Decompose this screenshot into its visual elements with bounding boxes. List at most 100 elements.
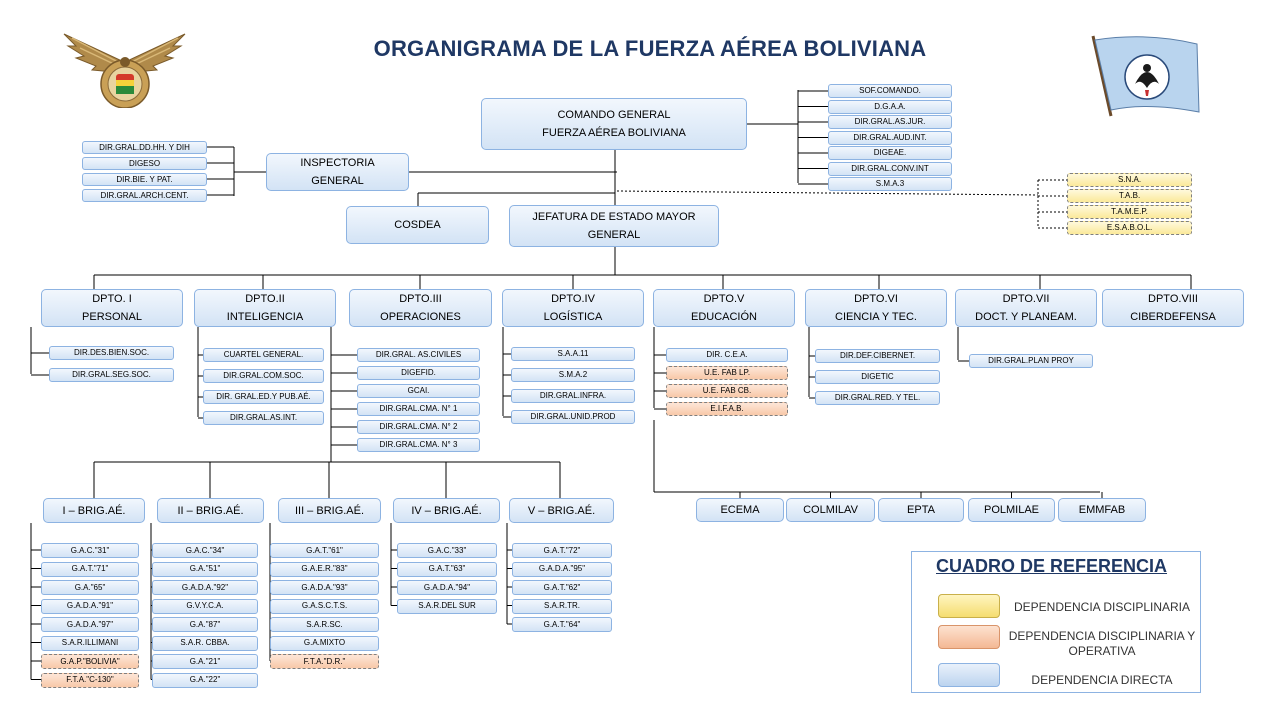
dept-4-box-line2: LOGÍSTICA	[543, 311, 603, 323]
brigade-5-box: V – BRIG.AÉ.	[509, 498, 614, 523]
brigade-2-unit-g-a-51: G.A."51"	[152, 561, 258, 577]
command-staff-s-m-a-3: S.M.A.3	[828, 177, 952, 191]
dept-7-box: DPTO.VII DOCT. Y PLANEAM.	[955, 289, 1097, 327]
inspectoria-general-box: INSPECTORIA GENERAL	[266, 153, 409, 191]
brigade-4-unit-g-a-t-63: G.A.T."63"	[397, 561, 497, 577]
brigade-3-unit-s-a-r-sc: S.A.R.SC.	[270, 617, 379, 632]
jefatura-box-line1: JEFATURA DE ESTADO MAYOR	[532, 211, 696, 223]
dept-4-item-dir-gral-infra: DIR.GRAL.INFRA.	[511, 389, 635, 403]
inspectoria-general-box-line2: GENERAL	[311, 175, 364, 187]
dept-3-item-dir-gral-cma-n-3: DIR.GRAL.CMA. N° 3	[357, 438, 480, 452]
dept-4-item-s-m-a-2: S.M.A.2	[511, 368, 635, 382]
dept-6-item-digetic: DIGETIC	[815, 370, 940, 384]
dept-5-box-line2: EDUCACIÓN	[690, 311, 757, 323]
command-staff-dir-gral-as-jur: DIR.GRAL.AS.JUR.	[828, 115, 952, 129]
disciplinary-s-n-a: S.N.A.	[1067, 173, 1192, 187]
dept-3-box-line2: OPERACIONES	[380, 311, 461, 323]
dept-3-item-dir-gral-cma-n-1: DIR.GRAL.CMA. N° 1	[357, 402, 480, 416]
inspectoria-item-digeso: DIGESO	[82, 157, 207, 170]
command-staff-dir-gral-aud-int: DIR.GRAL.AUD.INT.	[828, 130, 952, 145]
brigade-1-box: I – BRIG.AÉ.	[43, 498, 145, 523]
disciplinary-t-a-b: T.A.B.	[1067, 189, 1192, 203]
legend-swatch-yellow	[938, 594, 1000, 618]
brigade-2-unit-g-a-87: G.A."87"	[152, 617, 258, 632]
disciplinary-t-a-m-e-p: T.A.M.E.P.	[1067, 205, 1192, 219]
brigade-3-unit-g-a-mixto: G.A.MIXTO	[270, 635, 379, 651]
command-staff-dir-gral-conv-int: DIR.GRAL.CONV.INT	[828, 161, 952, 176]
dept-3-item-dir-gral-as-civiles: DIR.GRAL. AS.CIVILES	[357, 348, 480, 362]
legend-label-disciplinary: DEPENDENCIA DISCIPLINARIA	[1013, 600, 1191, 614]
school-epta: EPTA	[878, 498, 964, 522]
legend-label-disciplinary-operative: DEPENDENCIA DISCIPLINARIA Y OPERATIVA	[1008, 629, 1196, 658]
brigade-1-unit-s-a-r-illimani: S.A.R.ILLIMANI	[41, 635, 139, 651]
brigade-2-unit-g-a-c-34: G.A.C."34"	[152, 543, 258, 558]
brigade-1-unit-g-a-d-a-97: G.A.D.A."97"	[41, 617, 139, 632]
legend-label-direct: DEPENDENCIA DIRECTA	[1031, 673, 1173, 687]
dept-8-box-line2: CIBERDEFENSA	[1130, 311, 1216, 323]
brigade-2-box: II – BRIG.AÉ.	[157, 498, 264, 523]
inspectoria-item-dir-gral-arch-cent: DIR.GRAL.ARCH.CENT.	[82, 189, 207, 202]
brigade-2-unit-s-a-r-cbba: S.A.R. CBBA.	[152, 635, 258, 651]
dept-7-box-line1: DPTO.VII	[1002, 293, 1050, 305]
dept-3-box-line1: DPTO.III	[399, 293, 442, 305]
dept-2-item-dir-gral-com-soc: DIR.GRAL.COM.SOC.	[203, 369, 324, 383]
disciplinary-e-s-a-b-o-l: E.S.A.B.O.L.	[1067, 221, 1192, 235]
brigade-1-unit-g-a-c-31: G.A.C."31"	[41, 543, 139, 558]
brigade-4-box: IV – BRIG.AÉ.	[393, 498, 500, 523]
brigade-3-unit-g-a-d-a-93: G.A.D.A."93"	[270, 580, 379, 595]
dept-6-item-dir-gral-red-y-tel: DIR.GRAL.RED. Y TEL.	[815, 391, 940, 405]
brigade-4-unit-s-a-r-del-sur: S.A.R.DEL SUR	[397, 598, 497, 614]
dept-3-item-dir-gral-cma-n-2: DIR.GRAL.CMA. N° 2	[357, 420, 480, 434]
brigade-5-unit-g-a-t-72: G.A.T."72"	[512, 543, 612, 558]
school-ecema: ECEMA	[696, 498, 784, 522]
dept-1-item-dir-des-bien-soc: DIR.DES.BIEN.SOC.	[49, 346, 174, 360]
dept-3-item-gcai: GCAI.	[357, 384, 480, 398]
brigade-3-unit-g-a-s-c-t-s: G.A.S.C.T.S.	[270, 598, 379, 614]
dept-4-box-line1: DPTO.IV	[551, 293, 595, 305]
dept-7-item-dir-gral-plan-proy: DIR.GRAL.PLAN PROY	[969, 354, 1093, 368]
dept-5-item-u-e-fab-lp: U.E. FAB LP.	[666, 366, 788, 380]
brigade-3-unit-f-t-a-d-r: F.T.A."D.R."	[270, 654, 379, 669]
dept-7-box-line2: DOCT. Y PLANEAM.	[975, 311, 1077, 323]
dept-1-item-dir-gral-seg-soc: DIR.GRAL.SEG.SOC.	[49, 368, 174, 382]
cosdea-box: COSDEA	[346, 206, 489, 244]
dept-8-box-line1: DPTO.VIII	[1148, 293, 1198, 305]
brigade-5-unit-s-a-r-tr: S.A.R.TR.	[512, 598, 612, 614]
command-staff-d-g-a-a: D.G.A.A.	[828, 99, 952, 114]
dept-2-item-dir-gral-ed-y-pub-ae: DIR. GRAL.ED.Y PUB.AÉ.	[203, 390, 324, 404]
brigade-1-unit-g-a-d-a-91: G.A.D.A."91"	[41, 598, 139, 614]
command-staff-digeae: DIGEAE.	[828, 146, 952, 160]
brigade-4-unit-g-a-c-33: G.A.C."33"	[397, 543, 497, 558]
brigade-2-unit-g-a-22: G.A."22"	[152, 672, 258, 688]
brigade-5-unit-g-a-d-a-95: G.A.D.A."95"	[512, 561, 612, 577]
brigade-2-unit-g-a-d-a-92: G.A.D.A."92"	[152, 580, 258, 595]
command-staff-sof-comando: SOF.COMANDO.	[828, 84, 952, 98]
dept-8-box: DPTO.VIII CIBERDEFENSA	[1102, 289, 1244, 327]
dept-5-item-dir-c-e-a: DIR. C.E.A.	[666, 348, 788, 362]
dept-2-box-line1: DPTO.II	[245, 293, 285, 305]
command-general-box-line1: COMANDO GENERAL	[557, 109, 671, 121]
school-colmilav: COLMILAV	[786, 498, 875, 522]
dept-5-item-e-i-f-a-b: E.I.F.A.B.	[666, 402, 788, 416]
legend-swatch-orange	[938, 625, 1000, 649]
brigade-1-unit-g-a-p-bolivia: G.A.P."BOLIVIA"	[41, 654, 139, 669]
brigade-3-unit-g-a-e-r-83: G.A.E.R."83"	[270, 561, 379, 577]
brigade-1-unit-g-a-t-71: G.A.T."71"	[41, 561, 139, 577]
brigade-4-unit-g-a-d-a-94: G.A.D.A."94"	[397, 580, 497, 595]
bolivian-air-force-flag-icon	[1091, 35, 1200, 117]
command-general-box-line2: FUERZA AÉREA BOLIVIANA	[542, 127, 686, 139]
brigade-1-unit-f-t-a-c-130: F.T.A."C-130"	[41, 672, 139, 688]
dept-1-box-line2: PERSONAL	[82, 311, 142, 323]
inspectoria-general-box-line1: INSPECTORIA	[300, 157, 375, 169]
inspectoria-item-dir-gral-dd-hh-y-dih: DIR.GRAL.DD.HH. Y DIH	[82, 141, 207, 154]
brigade-2-unit-g-v-y-c-a: G.V.Y.C.A.	[152, 598, 258, 614]
dept-6-item-dir-def-cibernet: DIR.DEF.CIBERNET.	[815, 349, 940, 363]
dept-2-item-dir-gral-as-int: DIR.GRAL.AS.INT.	[203, 411, 324, 425]
dept-5-box: DPTO.V EDUCACIÓN	[653, 289, 795, 327]
dept-2-box-line2: INTELIGENCIA	[226, 311, 304, 323]
school-polmilae: POLMILAE	[968, 498, 1055, 522]
brigade-5-unit-g-a-t-62: G.A.T."62"	[512, 580, 612, 595]
dept-5-box-line1: DPTO.V	[703, 293, 745, 305]
